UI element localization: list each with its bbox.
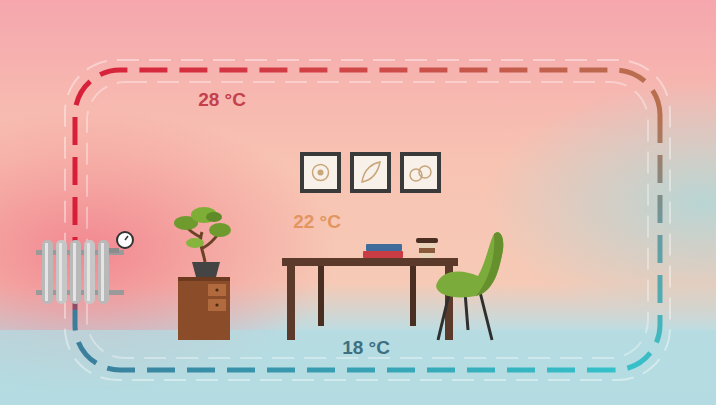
plant-cabinet xyxy=(178,277,230,340)
bonsai-plant xyxy=(174,207,231,277)
books xyxy=(363,244,403,258)
coffee-cup xyxy=(416,238,438,258)
air-loop-outer xyxy=(65,60,670,380)
radiator xyxy=(36,232,133,304)
temperature-label: 22 °C xyxy=(293,211,341,233)
cooling-air-path xyxy=(615,115,660,370)
table xyxy=(282,258,458,340)
cool-air-path xyxy=(75,310,615,370)
picture-frames xyxy=(300,152,441,193)
warm-air-path xyxy=(75,70,660,265)
green-chair xyxy=(436,232,503,340)
temperature-label: 28 °C xyxy=(198,89,246,111)
air-loop-inner xyxy=(87,82,648,358)
temperature-label: 18 °C xyxy=(342,337,390,359)
